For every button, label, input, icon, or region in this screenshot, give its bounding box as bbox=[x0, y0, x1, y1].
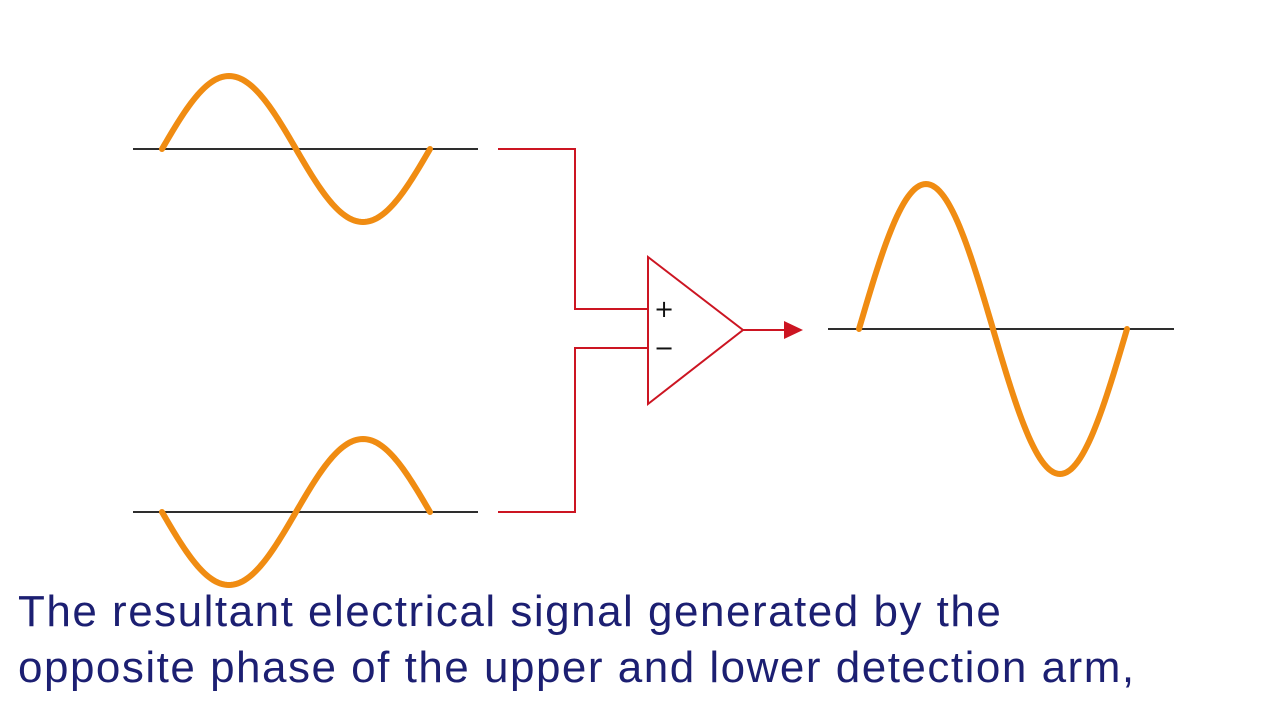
output-signal bbox=[828, 180, 1174, 478]
amplifier-triangle bbox=[647, 254, 745, 407]
caption-line-2: opposite phase of the upper and lower de… bbox=[18, 643, 1136, 692]
output-arrow bbox=[743, 321, 803, 339]
upper-sine-wave bbox=[159, 72, 433, 226]
caption-line-1: The resultant electrical signal generate… bbox=[18, 587, 1003, 636]
output-sine-wave bbox=[856, 180, 1130, 478]
plus-input-sign: + bbox=[654, 295, 674, 323]
minus-input-sign: − bbox=[654, 334, 674, 362]
lower-input-signal bbox=[133, 435, 478, 589]
lower-sine-wave bbox=[159, 435, 433, 589]
lower-wire bbox=[498, 347, 648, 513]
subtitle-caption: The resultant electrical signal generate… bbox=[18, 584, 1268, 696]
arrow-head-icon bbox=[784, 321, 803, 339]
upper-input-signal bbox=[133, 72, 478, 226]
differential-amplifier: + − bbox=[647, 254, 745, 407]
upper-wire bbox=[498, 148, 648, 310]
